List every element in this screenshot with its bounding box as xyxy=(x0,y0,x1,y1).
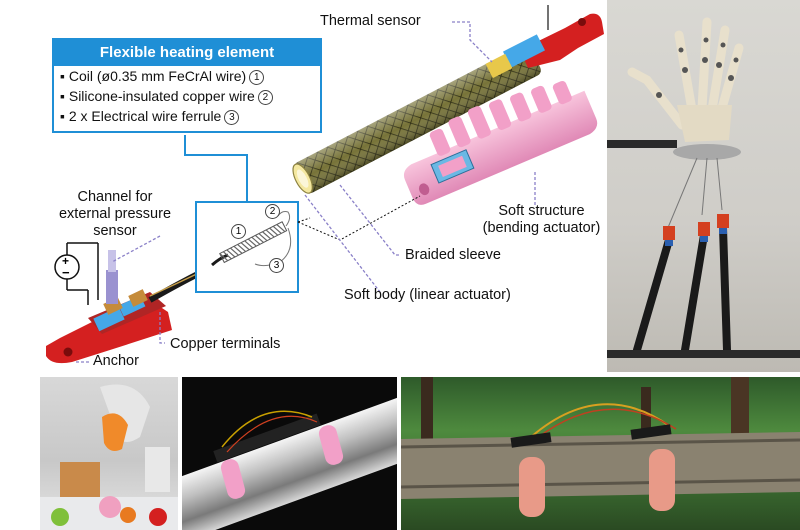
robot-hand-illustration xyxy=(607,17,800,358)
braided-sleeve-tube xyxy=(292,44,541,194)
label-copper-terminals: Copper terminals xyxy=(170,336,281,352)
soft-structure-part xyxy=(403,80,598,205)
number-marker: 2 xyxy=(257,90,273,105)
label-anchor: Anchor xyxy=(93,353,139,369)
inset-marker-2: 2 xyxy=(265,204,280,219)
label-braided-sleeve: Braided sleeve xyxy=(405,247,501,263)
label-thermal-sensor: Thermal sensor xyxy=(320,13,421,29)
inset-marker-3: 3 xyxy=(269,258,284,273)
number-marker: 1 xyxy=(249,70,265,85)
label-channel: Channel for external pressure sensor xyxy=(58,189,172,239)
tree-branch-illustration xyxy=(401,377,800,517)
callout-item-coil: ▪ Coil (ø0.35 mm FeCrAl wire)1 xyxy=(54,66,320,86)
label-soft-body: Soft body (linear actuator) xyxy=(344,287,511,303)
pipe-crawler-photo xyxy=(182,377,397,530)
battery-plus: + xyxy=(62,254,70,268)
number-marker: 3 xyxy=(224,110,240,125)
battery-symbol xyxy=(54,242,99,305)
top-anchor xyxy=(485,5,604,79)
robot-arm-illustration xyxy=(40,384,178,530)
dotted-guides xyxy=(297,195,421,241)
callout-title: Flexible heating element xyxy=(54,40,320,66)
robot-hand-photo xyxy=(607,0,800,372)
heating-element-callout: Flexible heating element ▪ Coil (ø0.35 m… xyxy=(52,38,322,133)
label-leaders xyxy=(76,21,536,363)
battery-minus: − xyxy=(62,265,70,280)
label-soft-structure: Soft structure (bending actuator) xyxy=(482,203,601,236)
bottom-anchor xyxy=(46,250,212,364)
inset-marker-1: 1 xyxy=(231,224,246,239)
robot-arm-gripper-photo xyxy=(40,377,178,530)
pipe-crawler-illustration xyxy=(182,395,397,530)
tree-branch-photo xyxy=(401,377,800,530)
coil-inset-box xyxy=(195,201,299,293)
